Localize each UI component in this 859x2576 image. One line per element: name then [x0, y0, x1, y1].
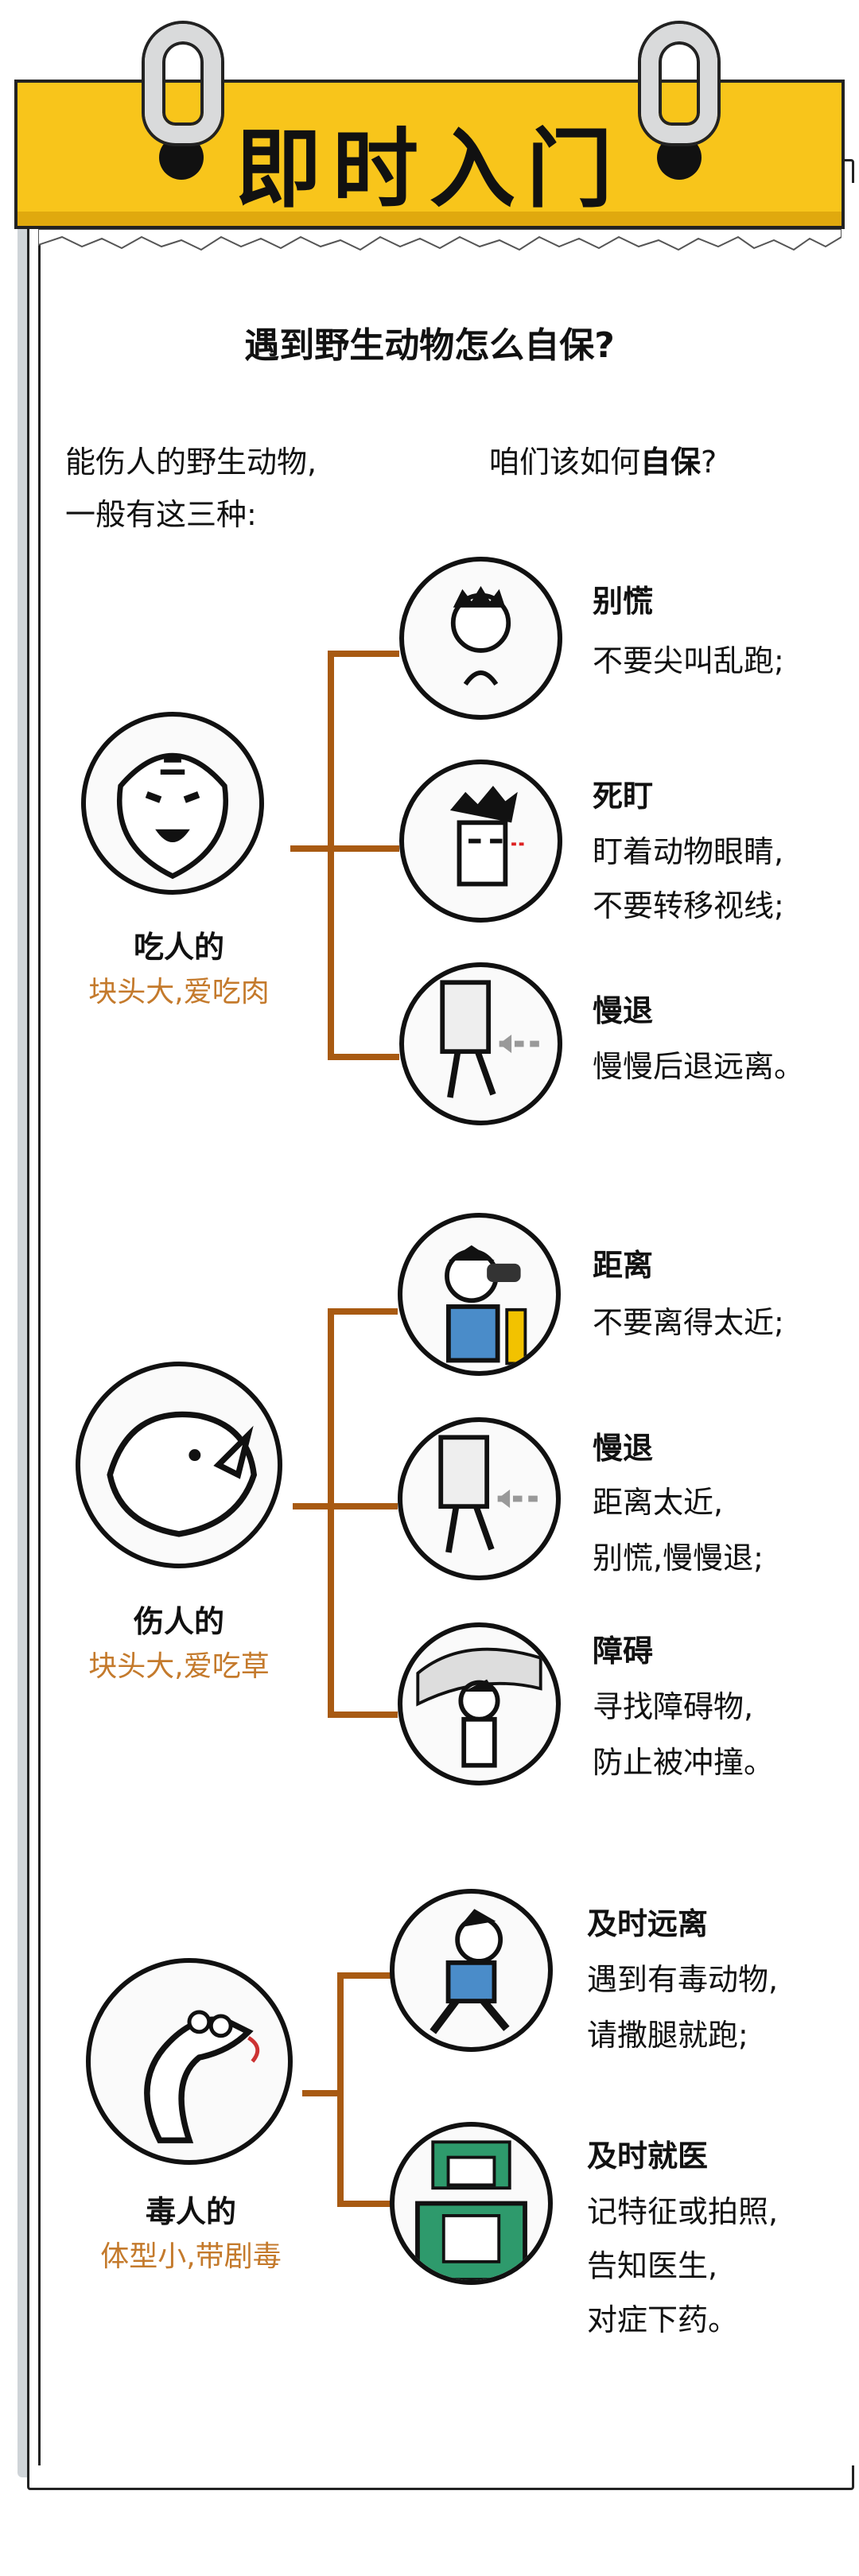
retreating-legs-icon	[399, 962, 562, 1125]
snake-icon	[86, 1958, 293, 2165]
branch-arm-1a	[328, 651, 399, 657]
tip-line-3-2-1: 记特征或拍照,	[587, 2194, 779, 2229]
tip-title-1-2: 死盯	[593, 779, 654, 814]
tip-title-3-2: 及时就医	[587, 2139, 709, 2174]
tip-title-2-3: 障碍	[593, 1634, 654, 1669]
tip-line-3-2-3: 对症下药。	[587, 2302, 739, 2337]
branch-arm-2a	[328, 1308, 398, 1315]
branch-trunk-3	[337, 1972, 344, 2207]
tip-line-1-3-1: 慢慢后退远离。	[593, 1049, 805, 1084]
tip-line-2-3-1: 寻找障碍物,	[593, 1689, 754, 1724]
intro-left: 能伤人的野生动物, 一般有这三种:	[65, 436, 317, 541]
branch-arm-2b	[328, 1503, 398, 1509]
running-man-icon	[390, 1889, 553, 2052]
tip-line-1-1-1: 不要尖叫乱跑;	[593, 643, 784, 678]
tip-line-1-2-2: 不要转移视线;	[593, 888, 784, 923]
tip-line-3-2-2: 告知医生,	[587, 2248, 718, 2283]
category-name-1: 吃人的	[133, 930, 224, 965]
tip-line-3-1-1: 遇到有毒动物,	[587, 1962, 779, 1997]
branch-arm-1c	[328, 1054, 399, 1060]
branch-stem-3	[302, 2090, 340, 2096]
category-name-3: 毒人的	[145, 2194, 236, 2229]
branch-stem-2	[293, 1503, 331, 1509]
intro-right-suffix: ?	[701, 445, 717, 480]
intro-right-bold: 自保	[640, 445, 702, 480]
branch-arm-2c	[328, 1712, 398, 1718]
tip-line-2-3-2: 防止被冲撞。	[593, 1745, 775, 1780]
binder-ring-left-icon	[145, 24, 221, 143]
doctor-icon	[390, 2122, 553, 2285]
torn-edge	[38, 229, 842, 251]
binder-ring-right-icon	[641, 24, 717, 143]
tip-title-1-1: 别慌	[593, 584, 654, 619]
intro-right-prefix: 咱们该如何	[489, 445, 641, 480]
category-name-2: 伤人的	[133, 1604, 224, 1639]
tip-line-3-1-2: 请撒腿就跑;	[587, 2018, 748, 2053]
obstacle-tree-icon	[398, 1622, 561, 1785]
rhino-icon	[76, 1362, 282, 1568]
branch-arm-1b	[328, 845, 399, 852]
tip-title-1-3: 慢退	[593, 993, 654, 1028]
intro-left-line2: 一般有这三种:	[65, 497, 257, 532]
header-banner: 即时入门	[14, 80, 845, 229]
tip-line-2-2-1: 距离太近,	[593, 1485, 724, 1520]
category-desc-1: 块头大,爱吃肉	[88, 976, 270, 1008]
branch-trunk-2	[328, 1308, 334, 1718]
intro-right: 咱们该如何自保?	[489, 436, 717, 488]
category-desc-2: 块头大,爱吃草	[88, 1650, 270, 1683]
tip-title-3-1: 及时远离	[587, 1906, 709, 1941]
intro-left-line1: 能伤人的野生动物,	[65, 445, 317, 480]
branch-stem-1	[290, 845, 330, 852]
tip-line-2-2-2: 别慌,慢慢退;	[593, 1541, 764, 1576]
page-heading: 遇到野生动物怎么自保?	[244, 325, 615, 366]
category-desc-3: 体型小,带剧毒	[100, 2240, 282, 2273]
binoculars-man-icon	[398, 1213, 561, 1376]
tip-title-2-2: 慢退	[593, 1431, 654, 1466]
panicking-man-icon	[399, 557, 562, 720]
branch-arm-3a	[337, 1972, 391, 1979]
tip-title-2-1: 距离	[593, 1248, 654, 1283]
branch-trunk-1	[328, 651, 334, 1060]
tip-line-2-1-1: 不要离得太近;	[593, 1305, 784, 1340]
page-title: 即时入门	[235, 120, 624, 220]
branch-arm-3b	[337, 2201, 391, 2207]
retreating-legs-icon-2	[398, 1417, 561, 1580]
tiger-icon	[81, 712, 264, 895]
tip-line-1-2-1: 盯着动物眼睛,	[593, 834, 784, 869]
staring-man-icon	[399, 760, 562, 923]
